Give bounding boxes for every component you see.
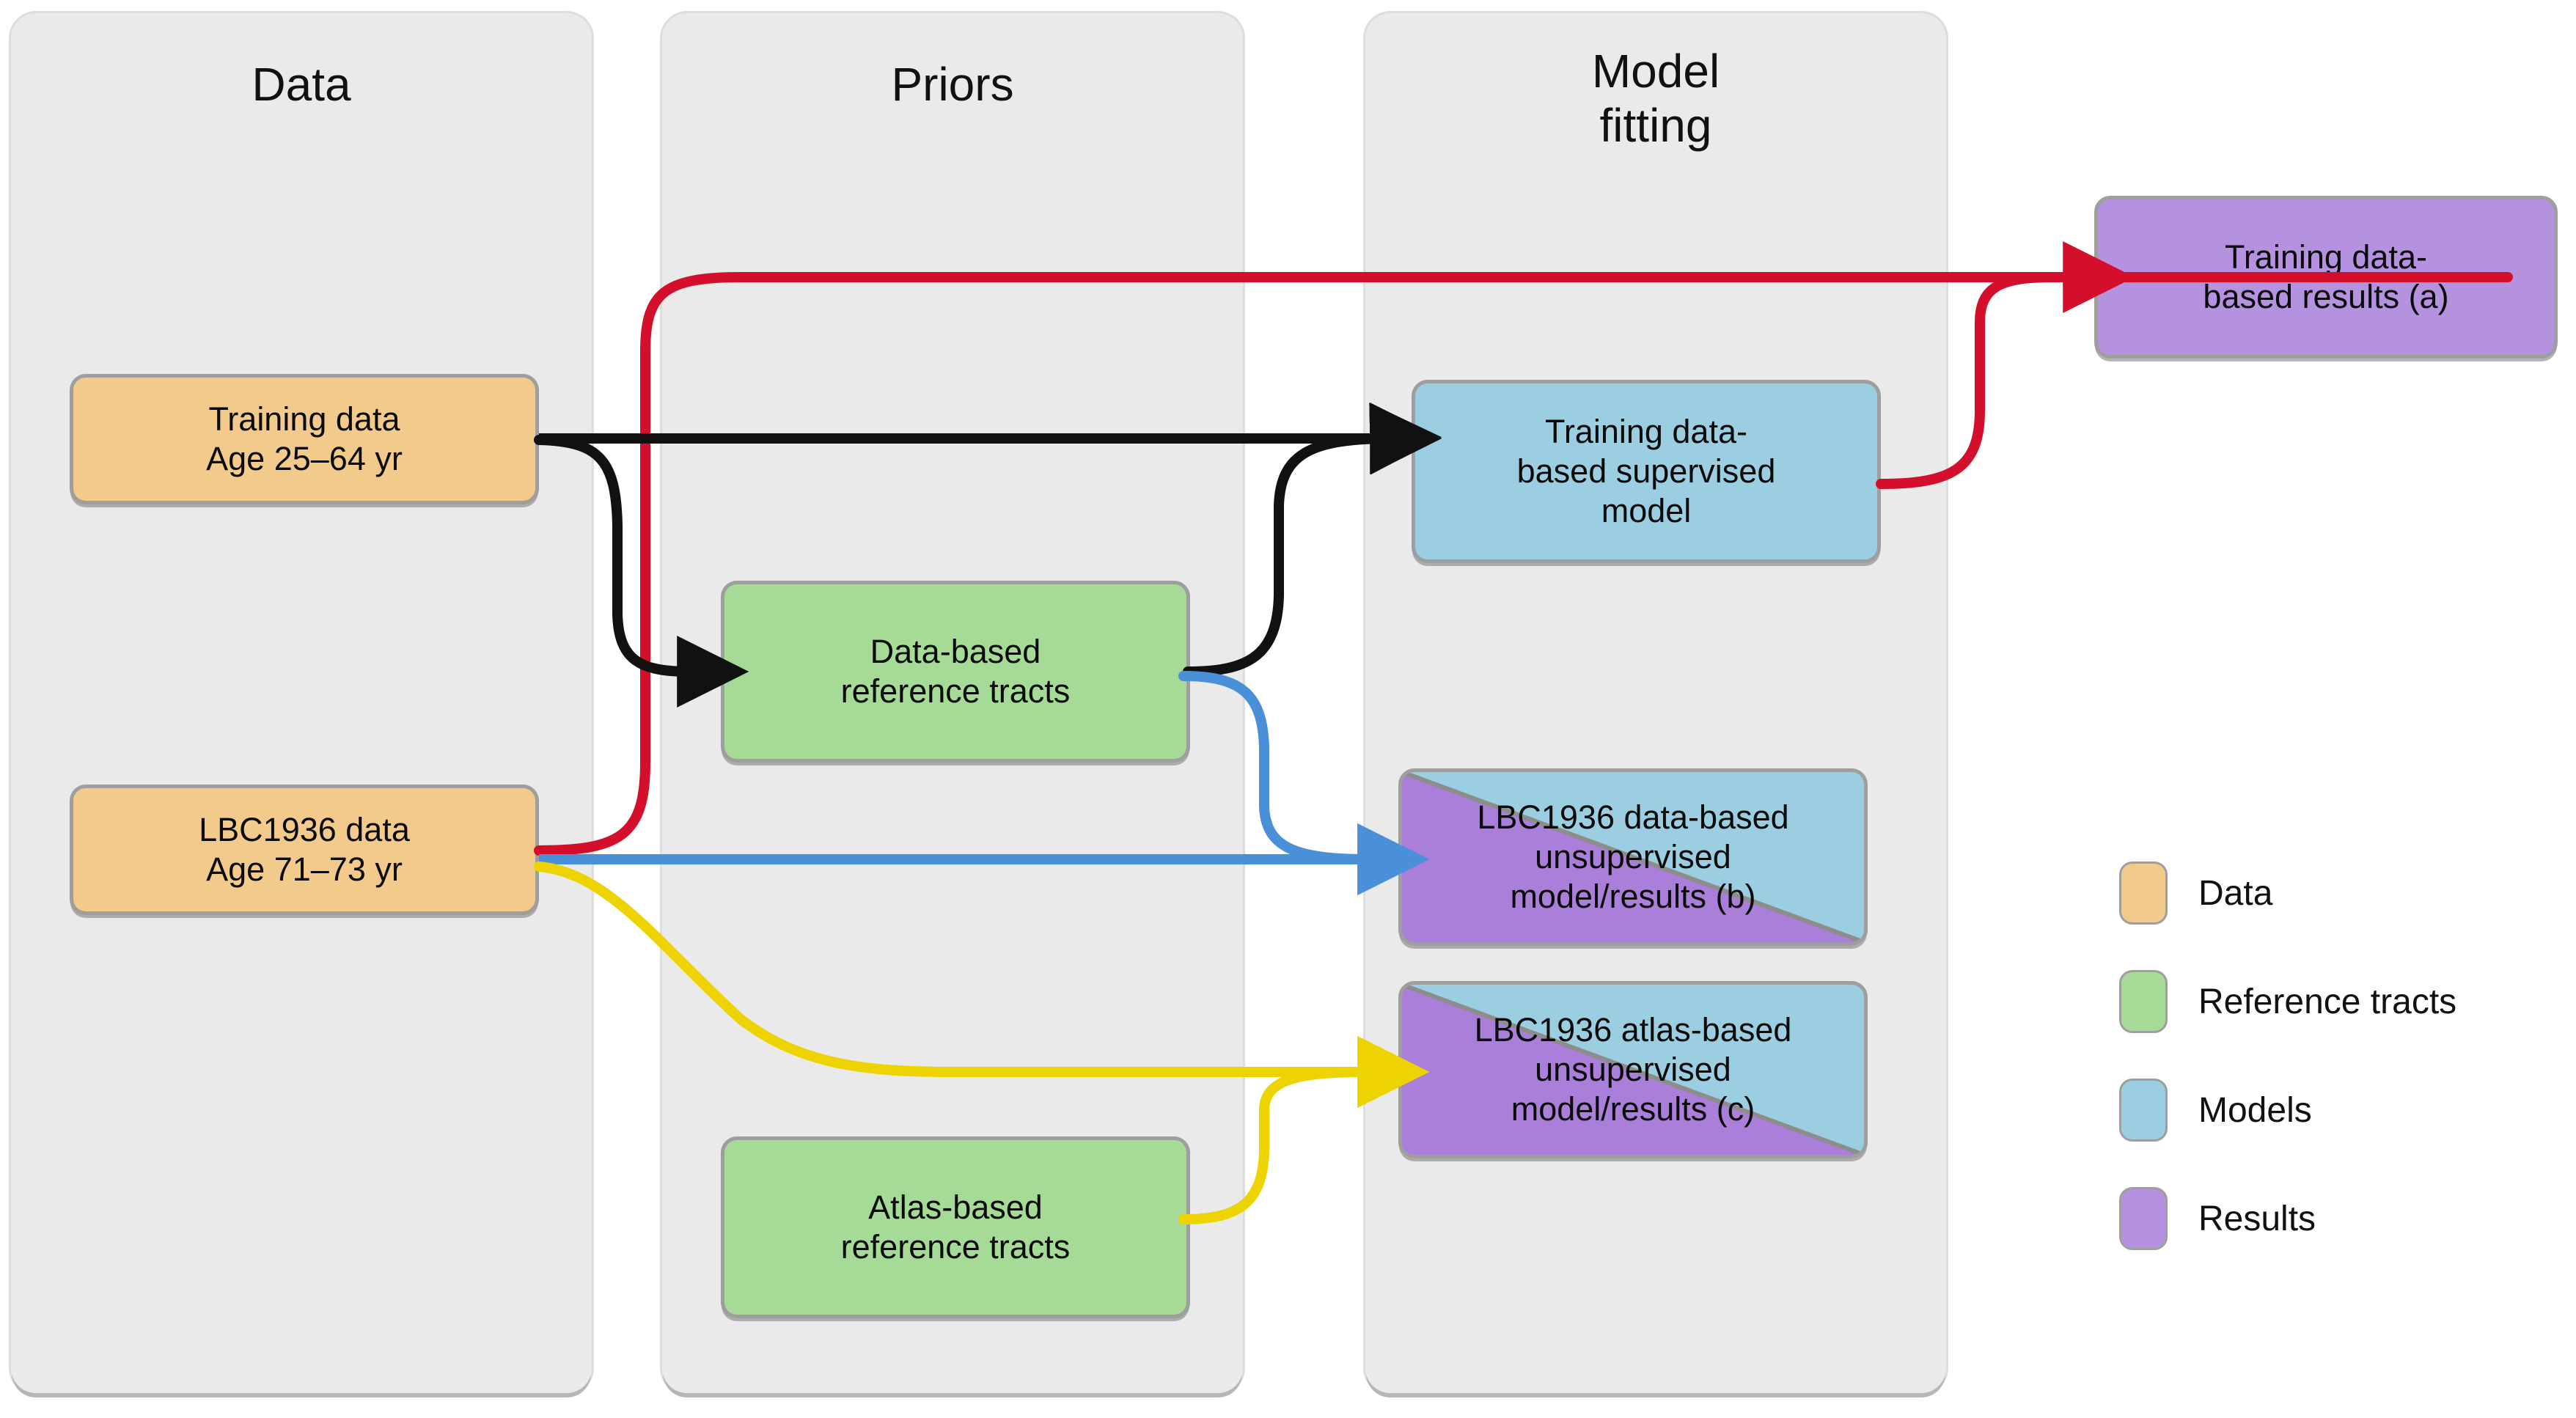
legend-label-reference-tracts: Reference tracts bbox=[2198, 982, 2457, 1021]
node-lbc1936-data[interactable]: LBC1936 data Age 71–73 yr bbox=[70, 785, 539, 915]
legend-label-results: Results bbox=[2198, 1199, 2316, 1238]
node-atlas-based-reference-tracts[interactable]: Atlas-based reference tracts bbox=[721, 1136, 1190, 1318]
legend-item-reference-tracts: Reference tracts bbox=[2119, 970, 2456, 1033]
node-lbc1936-atlas-based-unsupervised-model-results[interactable]: LBC1936 atlas-based unsupervised model/r… bbox=[1398, 981, 1868, 1158]
node-training-data-label: Training data Age 25–64 yr bbox=[206, 400, 403, 477]
column-title-data: Data bbox=[252, 58, 351, 111]
legend-swatch-data bbox=[2119, 862, 2168, 925]
legend-label-models: Models bbox=[2198, 1090, 2312, 1130]
legend-item-results: Results bbox=[2119, 1187, 2316, 1250]
column-title-priors: Priors bbox=[891, 58, 1014, 111]
node-lbc1936-atlas-based-unsupervised-model-results-label: LBC1936 atlas-based unsupervised model/r… bbox=[1474, 1011, 1792, 1128]
node-lbc1936-data-label: LBC1936 data Age 71–73 yr bbox=[199, 811, 410, 888]
node-lbc1936-data-based-unsupervised-model-results[interactable]: LBC1936 data-based unsupervised model/re… bbox=[1398, 768, 1868, 946]
node-training-data-based-supervised-model-label: Training data- based supervised model bbox=[1516, 413, 1776, 529]
legend-swatch-models bbox=[2119, 1079, 2168, 1142]
column-panel-data: Data bbox=[11, 13, 592, 1393]
column-panel-model-fitting: Model fitting bbox=[1365, 13, 1946, 1393]
node-data-based-reference-tracts-label: Data-based reference tracts bbox=[840, 633, 1071, 710]
legend-item-models: Models bbox=[2119, 1079, 2312, 1142]
column-title-model-fitting: Model fitting bbox=[1591, 45, 1720, 153]
node-data-based-reference-tracts[interactable]: Data-based reference tracts bbox=[721, 581, 1190, 763]
node-training-data-based-results[interactable]: Training data- based results (a) bbox=[2094, 196, 2558, 359]
node-training-data-based-results-label: Training data- based results (a) bbox=[2203, 238, 2449, 315]
node-training-data-based-supervised-model[interactable]: Training data- based supervised model bbox=[1412, 380, 1881, 563]
node-lbc1936-data-based-unsupervised-model-results-label: LBC1936 data-based unsupervised model/re… bbox=[1477, 798, 1789, 915]
legend-label-data: Data bbox=[2198, 873, 2273, 913]
node-atlas-based-reference-tracts-label: Atlas-based reference tracts bbox=[840, 1189, 1071, 1265]
legend-item-data: Data bbox=[2119, 862, 2272, 925]
legend-swatch-results bbox=[2119, 1187, 2168, 1250]
legend-swatch-reference-tracts bbox=[2119, 970, 2168, 1033]
node-training-data[interactable]: Training data Age 25–64 yr bbox=[70, 374, 539, 504]
